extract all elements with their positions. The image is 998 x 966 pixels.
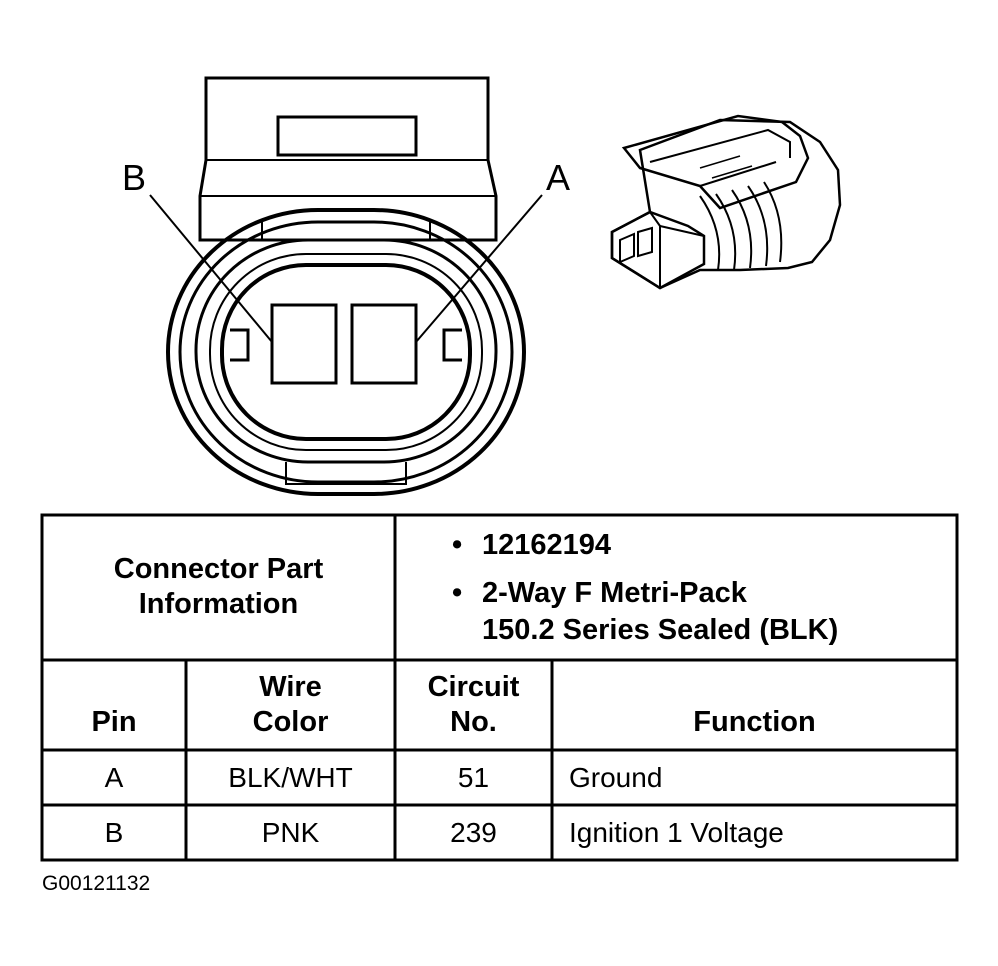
connector-info-details: • 12162194 • 2-Way F Metri-Pack 150.2 Seri… (452, 527, 952, 649)
connector-info-label: Connector Part Information (42, 552, 395, 622)
row-a-wire-color: BLK/WHT (228, 762, 353, 793)
bullet-icon: • (452, 529, 463, 561)
connector-perspective-view (610, 114, 842, 290)
leader-line-b (149, 194, 273, 343)
row-a-pin: A (104, 762, 124, 793)
leader-line-a (415, 194, 543, 343)
connector-info-label-line1: Connector Part (113, 553, 324, 585)
connector-desc-line1: 2-Way F Metri-Pack (482, 577, 747, 609)
col-header-function: Function (693, 706, 816, 738)
bullet-icon: • (452, 577, 463, 609)
figure-id: G00121132 (42, 872, 151, 895)
row-b-wire-color: PNK (261, 817, 320, 848)
part-number: 12162194 (482, 529, 612, 561)
row-b-pin: B (104, 817, 124, 848)
row-b-circuit: 239 (450, 817, 497, 848)
connector-face-view (149, 76, 543, 496)
terminal-b (270, 303, 338, 385)
pin-label-b: B (122, 157, 146, 198)
row-a-function: Ground (569, 762, 663, 793)
row-b-function: Ignition 1 Voltage (569, 817, 784, 848)
col-header-circuit-no: Circuit No. (427, 671, 520, 738)
table-grid (40, 513, 959, 862)
connector-desc-line2: 150.2 Series Sealed (BLK) (482, 614, 839, 646)
connector-info-label-line2: Information (138, 588, 299, 620)
pin-label-a: A (546, 157, 570, 198)
terminal-a (350, 303, 418, 385)
col-header-wire-color: Wire Color (252, 671, 329, 738)
row-a-circuit: 51 (457, 762, 490, 793)
col-header-pin: Pin (91, 706, 137, 738)
